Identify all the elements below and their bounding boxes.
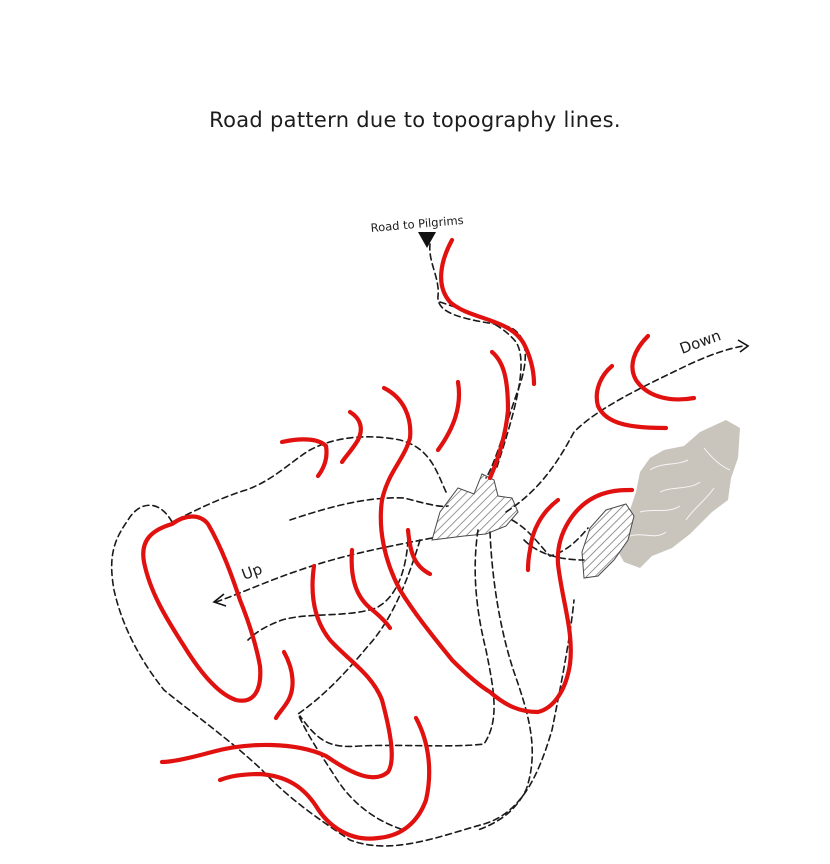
down-arrow-icon [737, 339, 750, 353]
topo-line-north-4 [378, 385, 635, 715]
topo-line-north-1 [439, 237, 537, 387]
topo-line-south [217, 715, 432, 841]
topo-line-north-3 [435, 379, 462, 453]
topo-line-center-1 [405, 527, 433, 577]
road-outer-west [110, 504, 575, 847]
road-up [215, 537, 433, 603]
topography-lines [141, 237, 697, 841]
road-northwest-loop [171, 436, 447, 523]
road-network [110, 243, 745, 847]
topo-line-north-6 [279, 437, 329, 479]
road-central-south [299, 529, 495, 748]
topo-line-north-2 [487, 349, 511, 481]
hatched-node-east [581, 503, 635, 579]
road-east-loop [523, 539, 585, 561]
diagram-title: Road pattern due to topography lines. [209, 108, 621, 132]
topo-line-east-2 [630, 333, 697, 402]
topo-line-east-1 [594, 363, 669, 431]
settlement-area [616, 420, 740, 568]
road-to-down [505, 345, 745, 513]
up-label: Up [239, 560, 264, 584]
road-southwest [296, 539, 421, 831]
road-west-upper [289, 497, 449, 521]
road-inner-loop [247, 539, 409, 641]
topo-line-north-5 [339, 409, 363, 465]
road-to-pilgrims-label: Road to Pilgrims [370, 213, 464, 235]
topo-line-center-3 [159, 563, 394, 780]
topo-line-west-short [273, 649, 295, 721]
topo-line-center-2 [349, 547, 393, 631]
road-east-link [511, 519, 589, 557]
pilgrims-arrow-icon [418, 232, 436, 248]
topo-line-east-3 [525, 497, 561, 573]
hatched-node-center [431, 473, 519, 541]
topo-line-west-loop [141, 514, 263, 703]
road-south-parallel [477, 531, 534, 831]
up-arrow-icon [212, 593, 227, 607]
